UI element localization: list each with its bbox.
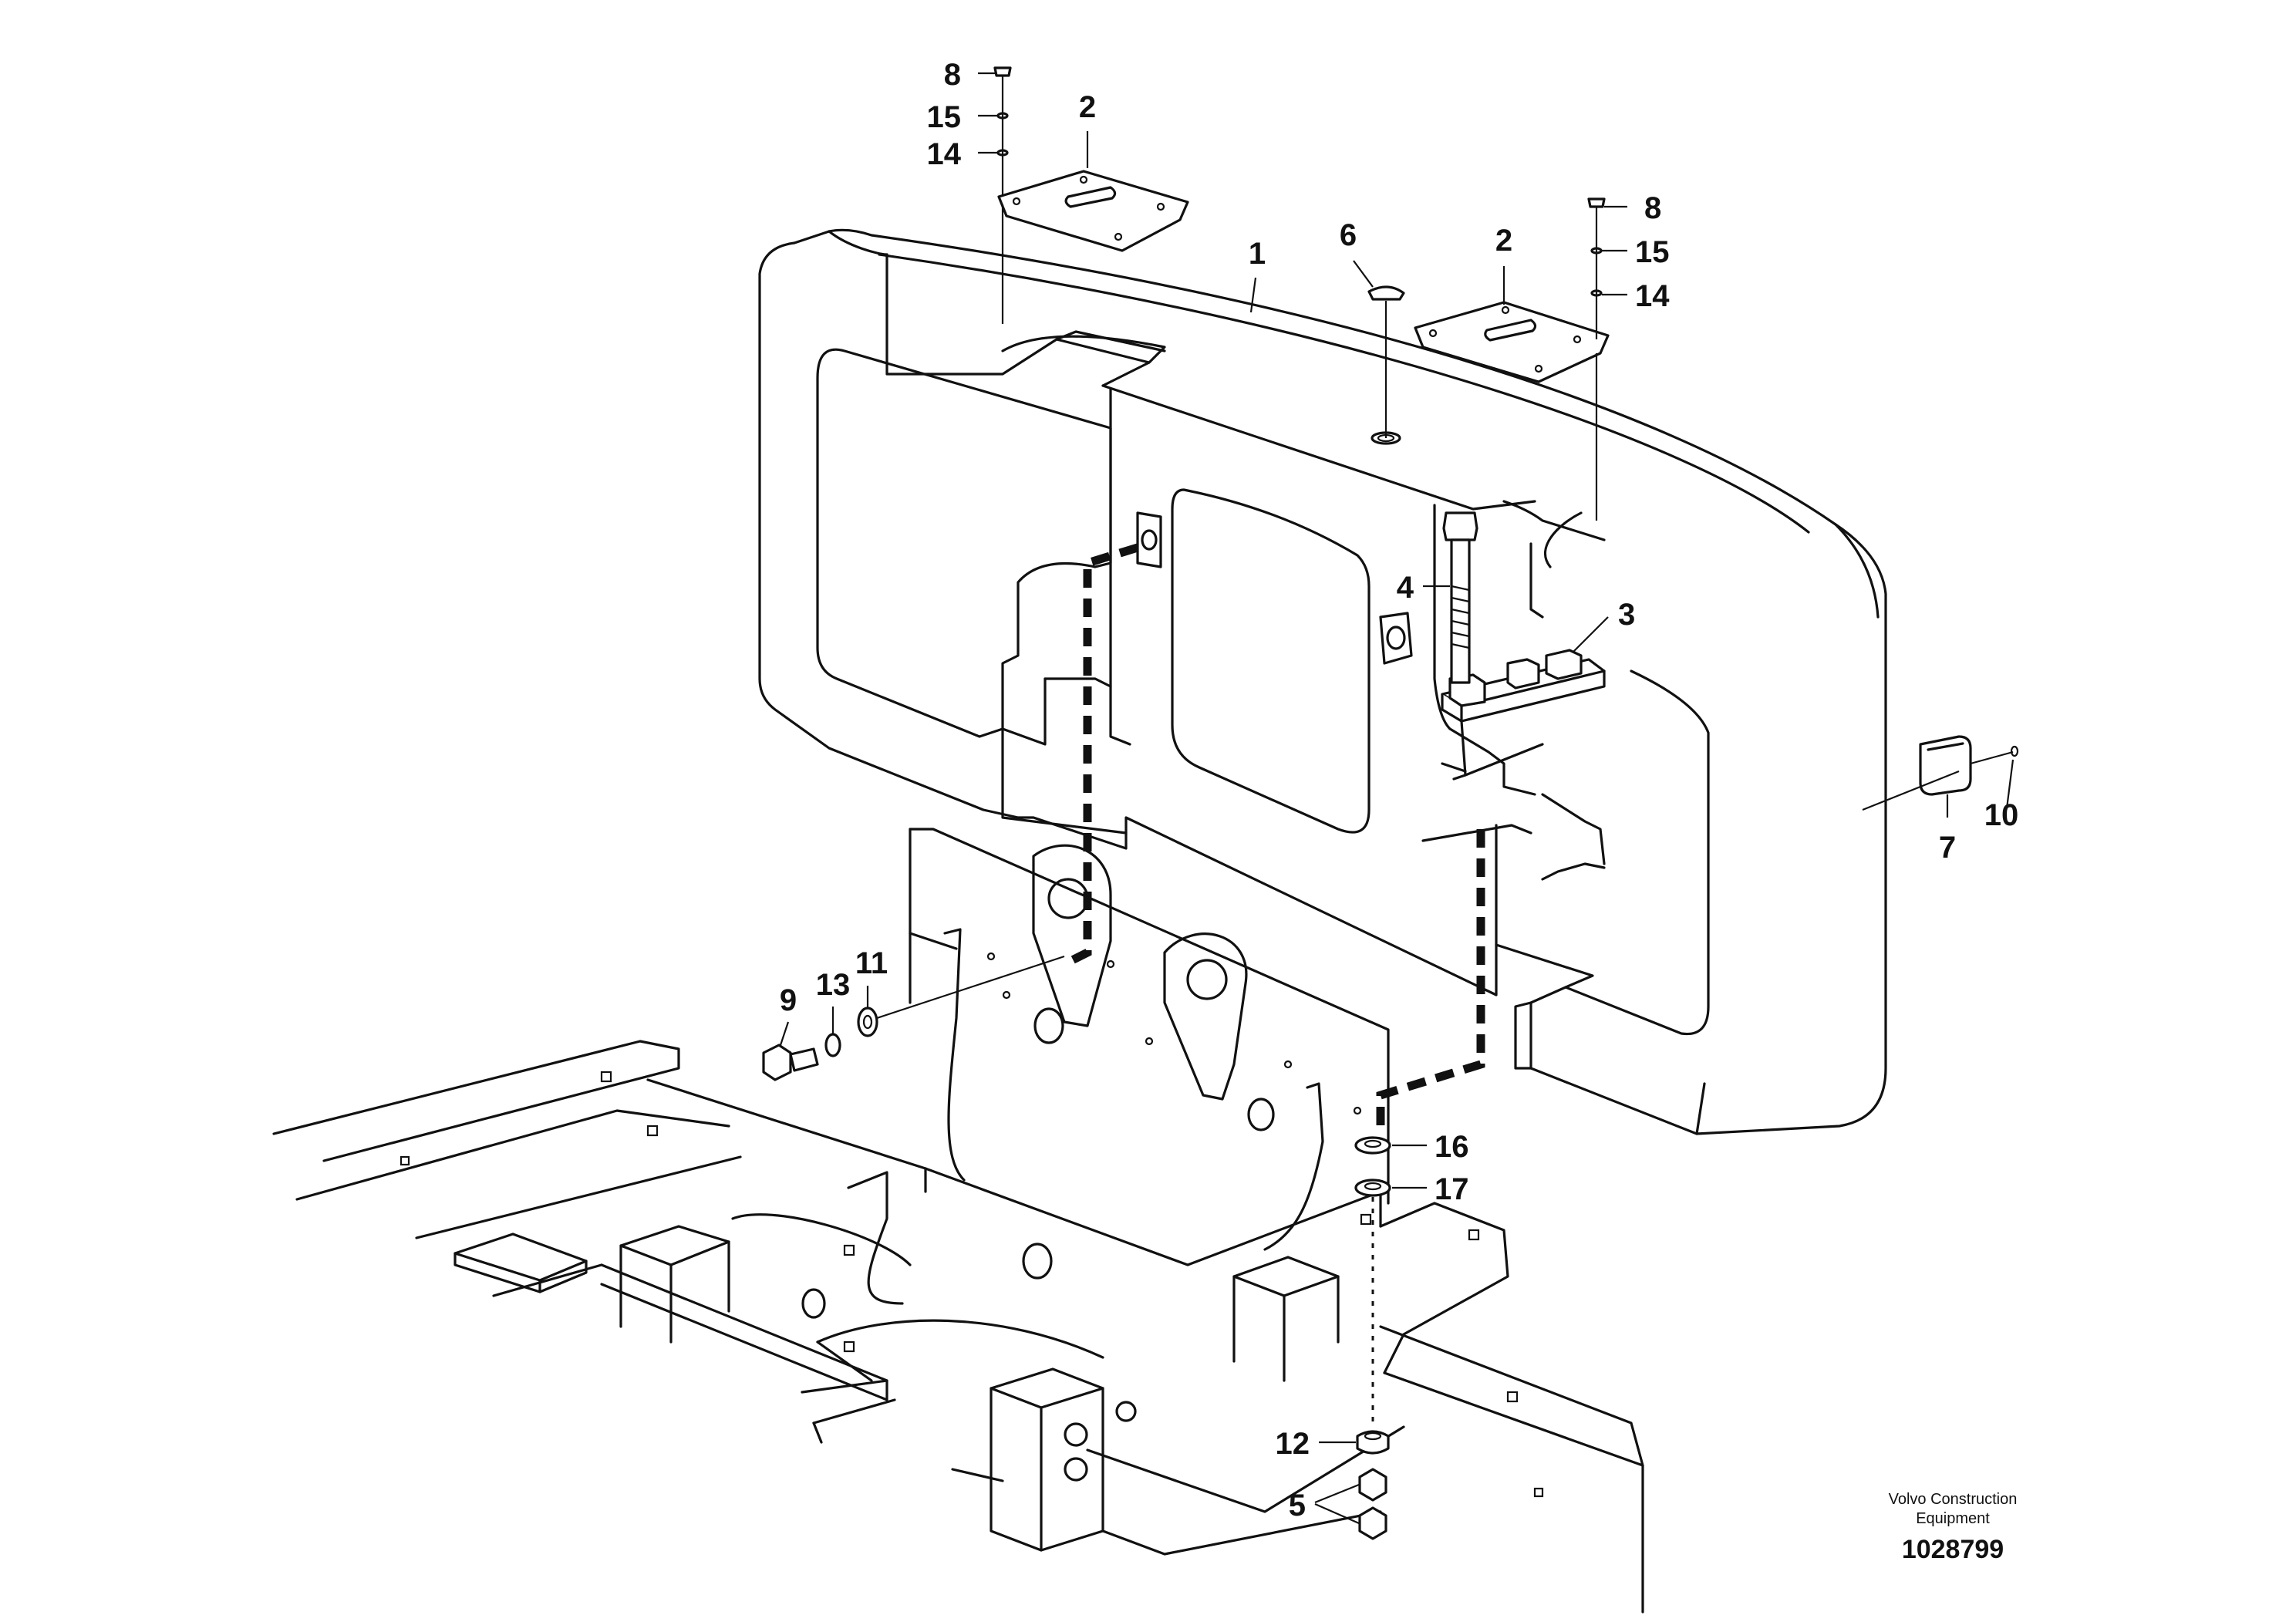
callout-8-right: 8: [1644, 191, 1661, 225]
mounting-plate: [909, 828, 1390, 1251]
callout-17: 17: [1435, 1172, 1469, 1206]
callout-2-left: 2: [1079, 90, 1096, 124]
callout-15-right: 15: [1635, 235, 1670, 269]
callout-16: 16: [1435, 1130, 1469, 1164]
counterweight: [758, 228, 1887, 1135]
footer-brand: Volvo Construction Equipment 1028799: [1889, 1491, 2018, 1564]
upper-frame: [272, 1007, 1644, 1614]
brand-line-1: Volvo Construction: [1889, 1491, 2018, 1508]
callout-8-left: 8: [944, 58, 961, 92]
callout-4: 4: [1397, 571, 1414, 605]
cover-plate-left: [997, 170, 1189, 324]
plug-item-6: [1367, 285, 1405, 445]
bracket-item-3: [1441, 649, 1606, 781]
screw-stack-right: [1587, 197, 1606, 521]
callout-14-left: 14: [927, 137, 962, 171]
callout-15-left: 15: [927, 100, 962, 134]
callout-6: 6: [1340, 218, 1357, 252]
callout-11: 11: [855, 946, 888, 980]
callout-5: 5: [1289, 1489, 1306, 1523]
callout-labels: 8 15 14 2 1 6 2 8 15 14 4 3 7 10 9 13 11…: [780, 58, 2018, 1523]
callout-3: 3: [1618, 598, 1635, 632]
callout-14-right: 14: [1635, 279, 1670, 313]
plate-item-7: [1862, 735, 2019, 811]
bolt-set-left: [762, 955, 1065, 1081]
callout-10: 10: [1984, 798, 2019, 832]
assembly-lines: [1062, 543, 1485, 1134]
callout-12: 12: [1276, 1427, 1310, 1461]
washer-nut-stack: [1354, 1136, 1391, 1540]
callout-1: 1: [1249, 237, 1266, 271]
callout-2-right: 2: [1495, 224, 1512, 258]
brand-line-2: Equipment: [1916, 1510, 1990, 1527]
screw-stack-left: [993, 66, 1012, 197]
callout-13: 13: [816, 968, 851, 1002]
document-number: 1028799: [1902, 1535, 2004, 1564]
leader-lines: [779, 72, 2014, 1525]
bolt-item-4: [1442, 511, 1478, 684]
callout-7: 7: [1939, 831, 1956, 865]
callout-9: 9: [780, 983, 797, 1017]
